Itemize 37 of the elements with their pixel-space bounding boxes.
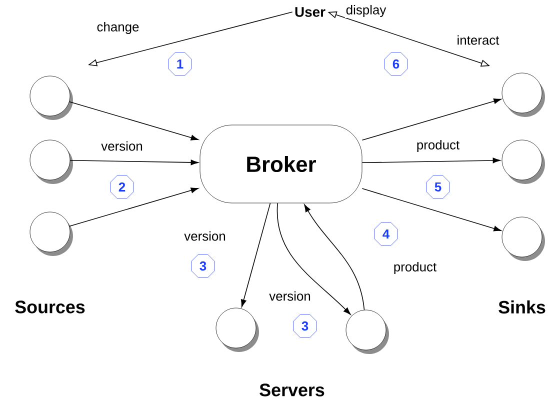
arrow: [362, 188, 502, 232]
broker-box: Broker: [200, 124, 362, 204]
edge-label: product: [415, 138, 461, 154]
arrow: [362, 98, 502, 141]
callout-number: 5: [426, 175, 450, 199]
circle-node: [30, 140, 73, 184]
circle-node: [30, 212, 73, 256]
circle-node: [502, 72, 545, 117]
arrow: [68, 188, 198, 227]
circle-node: [30, 76, 73, 120]
arrow: [362, 158, 500, 164]
edge-label: product: [392, 260, 438, 276]
arrow: [276, 202, 351, 315]
edge-label: version: [268, 290, 312, 302]
group-label: Sources: [15, 300, 85, 314]
callout-number: 6: [384, 52, 408, 76]
arrow: [68, 101, 198, 140]
callout-number: 2: [110, 175, 134, 199]
edge-label: version: [183, 230, 227, 242]
callout-number: 4: [374, 222, 398, 246]
group-label: Sinks: [498, 300, 546, 314]
circle-node: [346, 310, 389, 354]
callout-number: 1: [168, 52, 192, 76]
circle-node: [502, 140, 545, 184]
circle-node: [216, 308, 259, 352]
callout-number: 3: [293, 314, 317, 338]
arrow: [70, 160, 198, 166]
arrow: [240, 202, 271, 308]
circle-node: [502, 216, 545, 261]
edge-label: display: [344, 4, 388, 18]
edge-label: change: [96, 20, 140, 36]
arrow: [304, 204, 365, 310]
text-label: interact: [458, 35, 500, 45]
user-label: User: [295, 7, 326, 17]
edge-label: version: [100, 140, 144, 152]
group-label: Servers: [260, 384, 324, 396]
callout-number: 3: [191, 254, 215, 278]
